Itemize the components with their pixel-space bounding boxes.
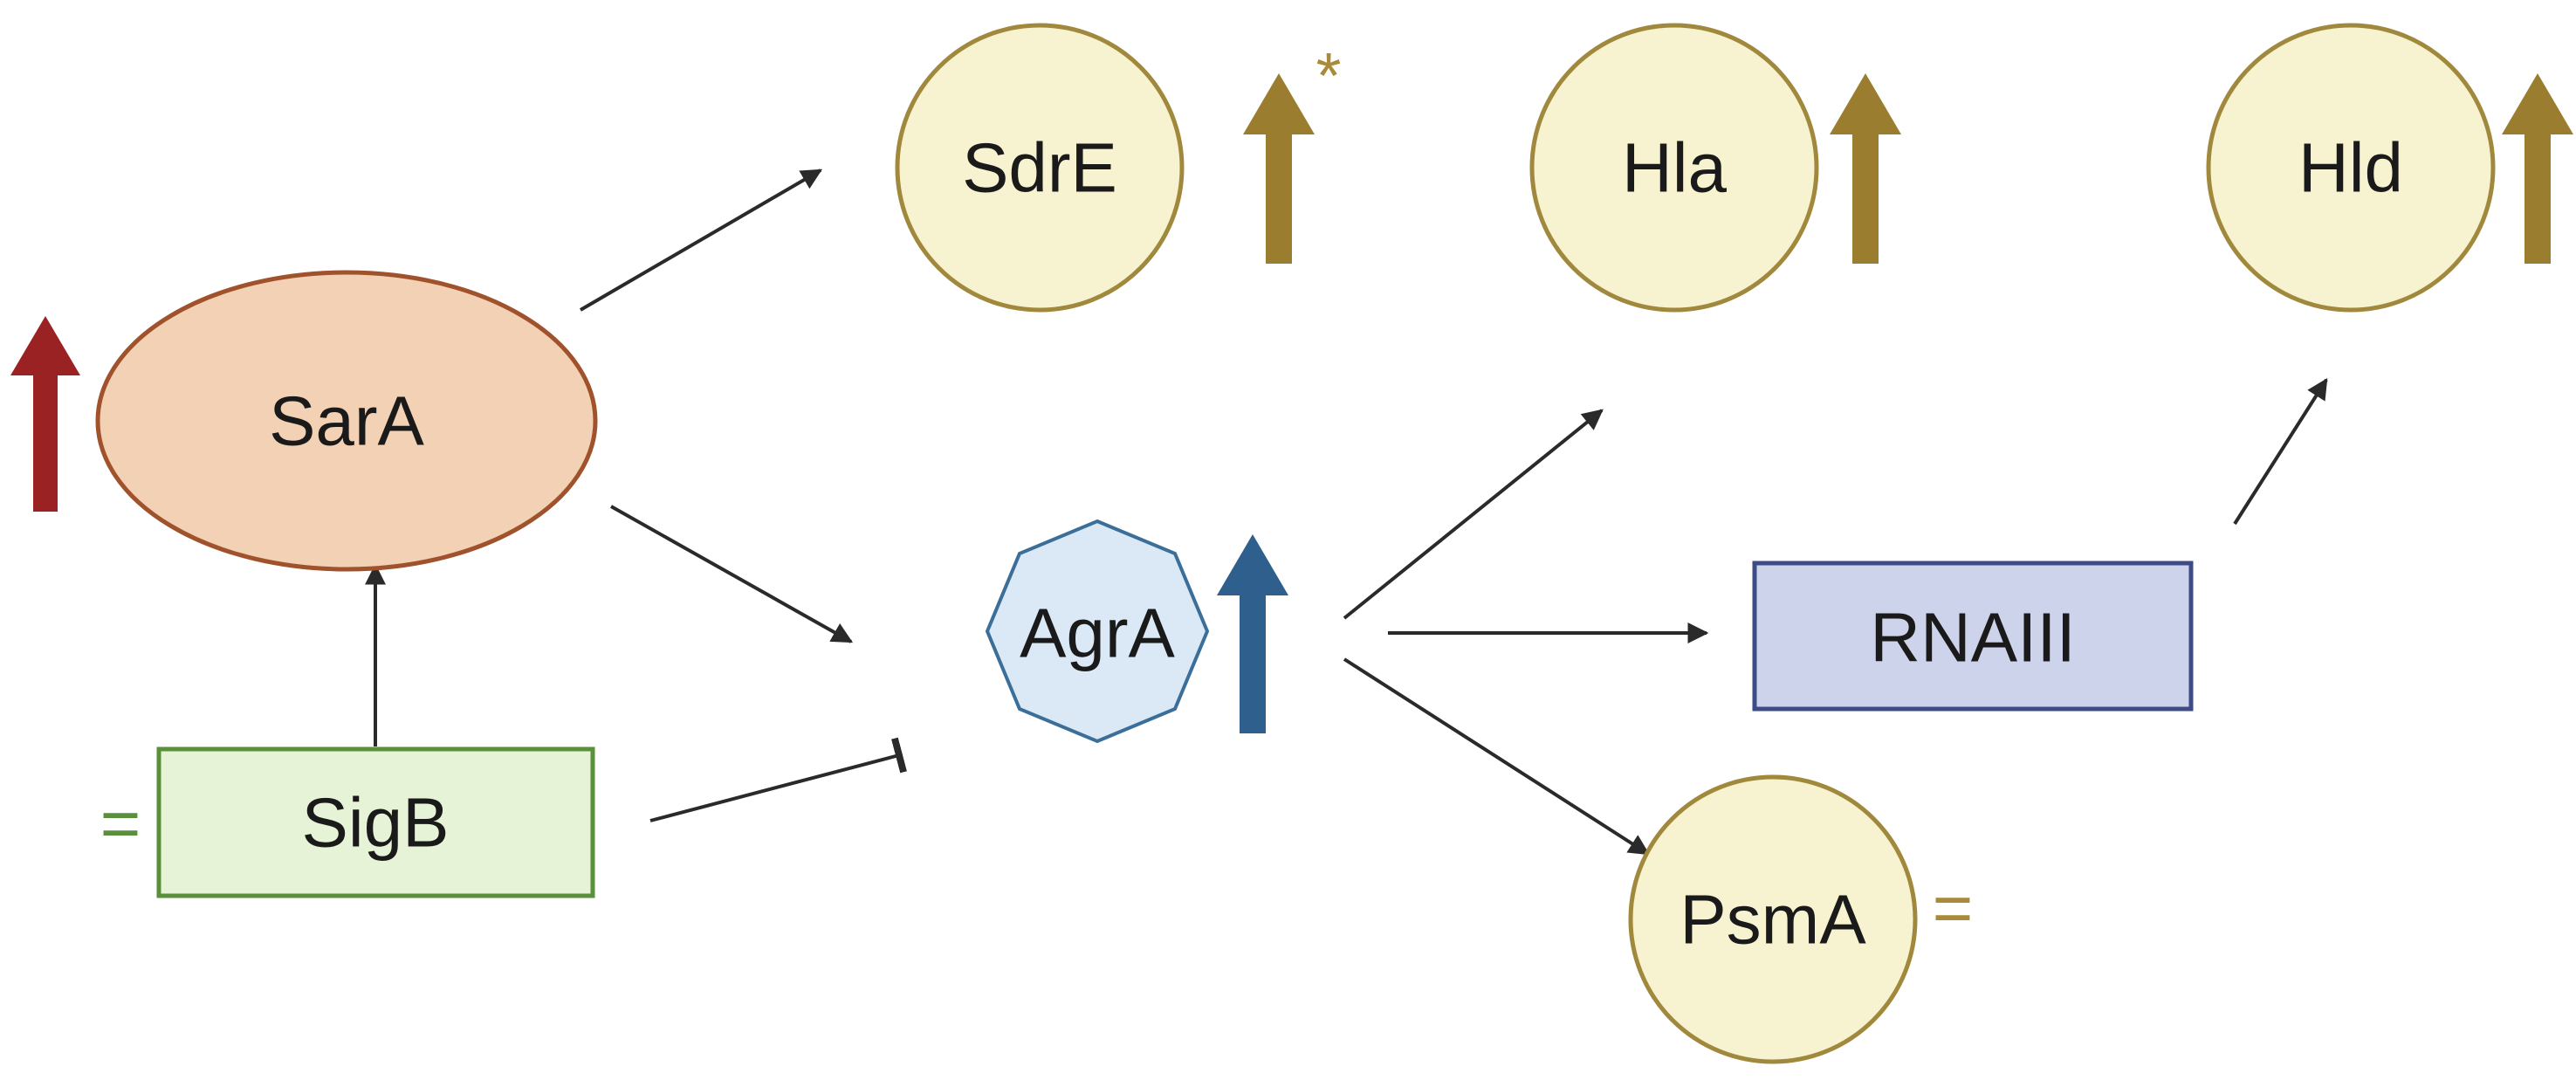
agra-label: AgrA [1020,595,1175,672]
sdre-up-arrow-icon [1243,73,1315,264]
edge-rnaiii-to-hld [2233,377,2328,526]
edge-sigb-inhibits-agra [649,737,907,822]
psma-node: PsmA [1628,774,1918,1064]
hld-node: Hld [2206,23,2496,313]
hla-node: Hla [1529,23,1819,313]
sigb-node: SigB [156,746,595,898]
edge-sara-to-sdre [579,169,823,312]
sigb-equal-marker: = [100,785,141,863]
hld-up-arrow-icon [2502,73,2573,264]
psma-equal-marker: = [1933,870,1974,947]
hla-up-arrow-icon [1830,73,1901,264]
agra-up-arrow-icon [1217,534,1288,733]
rnaiii-label: RNAIII [1870,599,2076,677]
hld-label: Hld [2298,129,2403,207]
edge-sara-to-agra [610,505,854,643]
edge-agra-to-hla [1343,409,1604,620]
sdre-label: SdrE [962,129,1117,207]
sara-node: SarA [95,270,598,572]
sdre-node: SdrE [895,23,1185,313]
sigb-label: SigB [302,784,450,862]
agra-node: AgrA [985,519,1210,744]
sara-up-arrow-icon [10,316,80,512]
edge-agra-to-psma [1343,657,1651,856]
psma-label: PsmA [1680,881,1866,959]
rnaiii-node: RNAIII [1752,561,2194,712]
hla-label: Hla [1622,129,1728,207]
sara-label: SarA [269,382,424,460]
sdre-asterisk-marker: * [1316,39,1342,112]
